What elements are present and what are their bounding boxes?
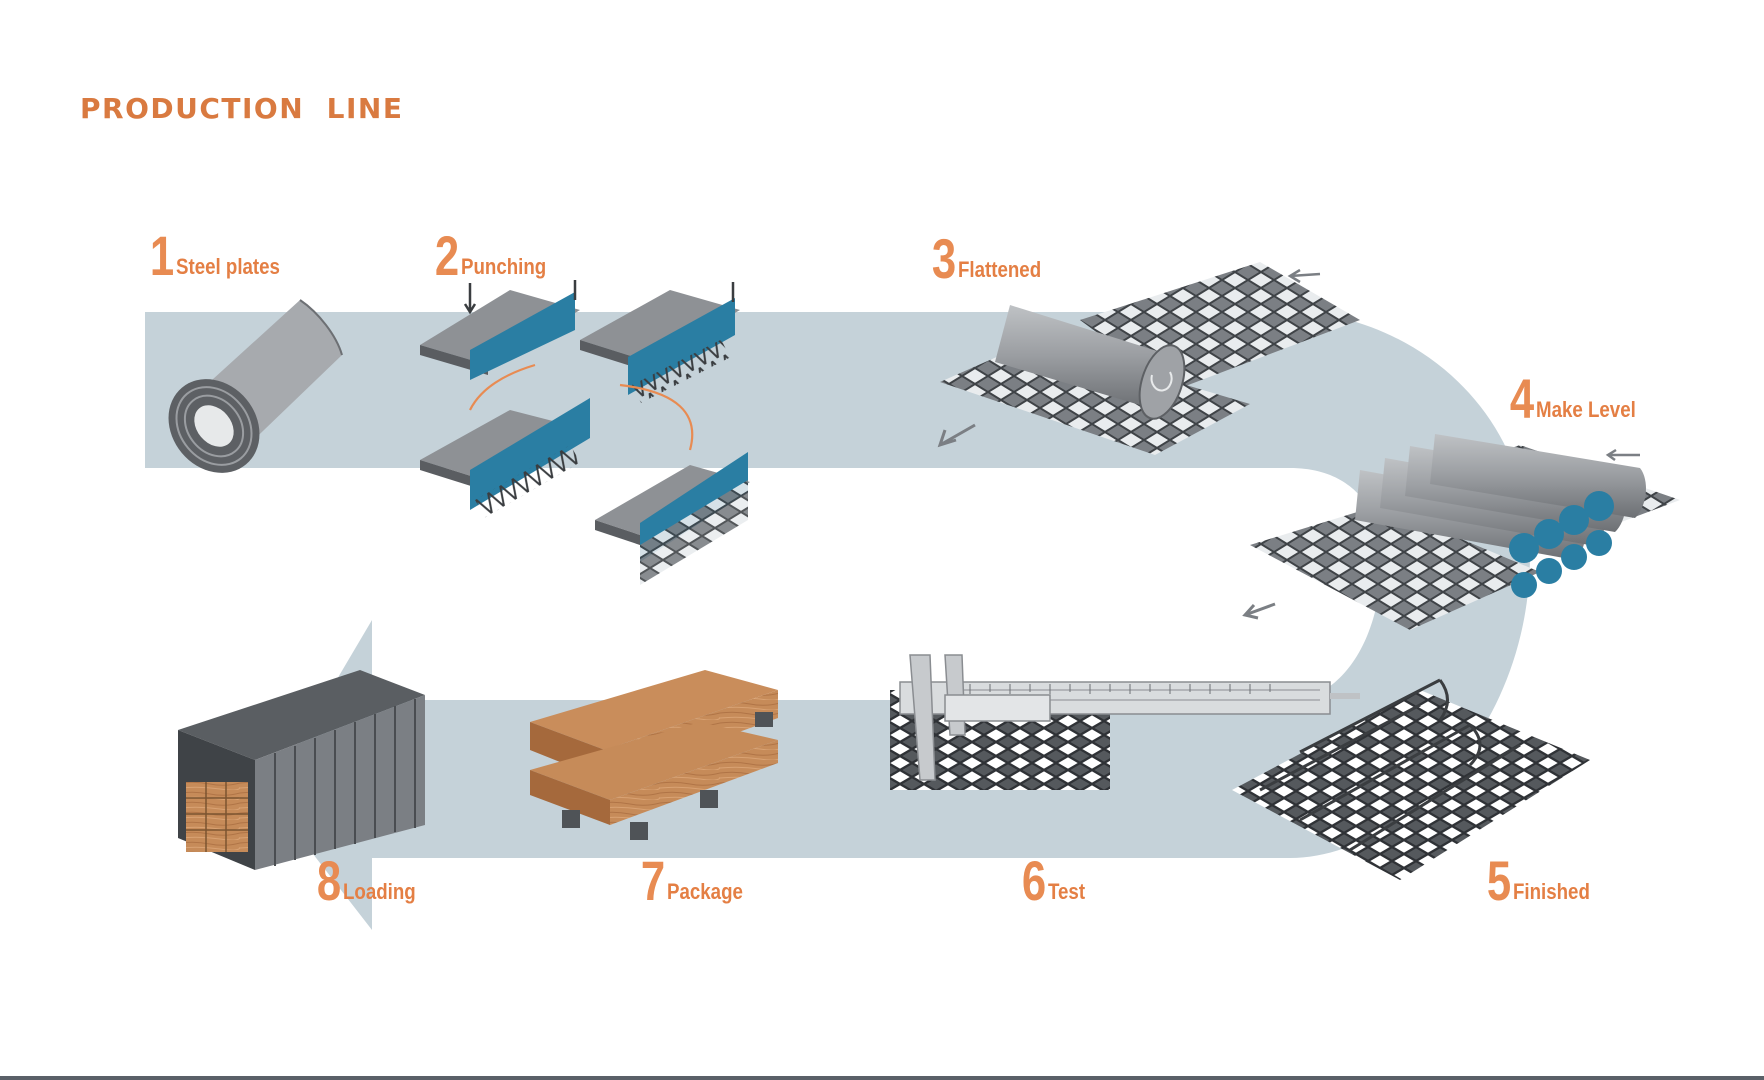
step-name: Make Level <box>1536 397 1636 422</box>
step-name: Punching <box>461 254 547 279</box>
punching-machine-icon <box>420 280 750 585</box>
step-label-1: 1 Steel plates <box>143 224 298 287</box>
steel-coil-icon <box>168 299 343 473</box>
step-label-5: 5 Finished <box>1480 849 1604 912</box>
step-label-4: 4 Make Level <box>1503 367 1654 430</box>
step-label-8: 8 Loading <box>310 849 429 912</box>
page-title: PRODUCTION LINE <box>80 92 404 125</box>
expanded-mesh-panel-icon <box>1232 678 1590 880</box>
step-name: Package <box>667 879 744 904</box>
step-label-7: 7 Package <box>634 849 756 912</box>
step-number: 5 <box>1486 849 1512 912</box>
step-label-2: 2 Punching <box>428 224 561 287</box>
step-number: 7 <box>640 849 666 912</box>
shipping-container-icon <box>178 670 425 870</box>
step-number: 4 <box>1509 367 1535 430</box>
step-name: Steel plates <box>176 254 281 279</box>
bottom-divider <box>0 1076 1764 1080</box>
caliper-test-icon <box>890 654 1360 790</box>
step-number: 6 <box>1021 849 1047 912</box>
leveling-rollers-icon <box>1242 434 1680 630</box>
step-label-3: 3 Flattened <box>925 227 1056 290</box>
step-number: 2 <box>434 224 460 287</box>
step-name: Loading <box>343 879 416 904</box>
step-label-6: 6 Test <box>1015 849 1092 912</box>
step-name: Finished <box>1513 879 1591 904</box>
step-name: Test <box>1048 879 1086 904</box>
step-number: 3 <box>931 227 957 290</box>
step-number: 8 <box>316 849 342 912</box>
flattening-roller-icon <box>937 262 1360 455</box>
step-number: 1 <box>149 224 175 287</box>
step-name: Flattened <box>958 257 1042 282</box>
wooden-pallet-icon <box>530 670 778 840</box>
